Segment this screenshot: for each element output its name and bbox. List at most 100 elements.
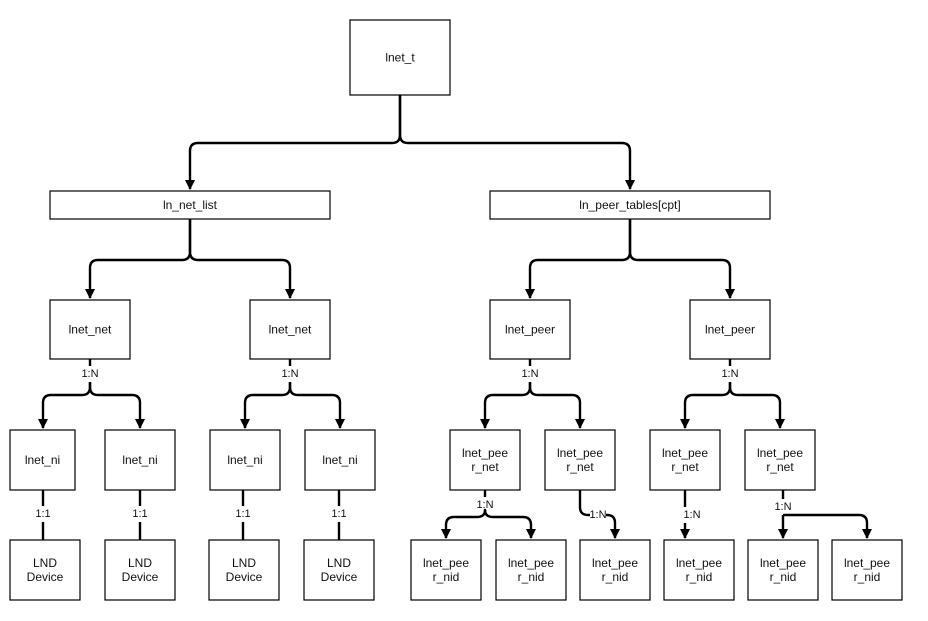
node-label: r_nid: [602, 570, 629, 584]
cardinality-label-peer-2: 1:N: [721, 368, 738, 380]
node-peer-net-3: lnet_peer_net: [649, 429, 721, 491]
node-ni-4: lnet_ni: [304, 429, 376, 491]
node-box: [209, 429, 281, 491]
node-label: Device: [226, 570, 263, 584]
node-label: r_nid: [518, 570, 545, 584]
node-label: ln_net_list: [163, 198, 218, 212]
node-label: r_net: [671, 460, 699, 474]
node-peer-nid-5: lnet_peer_nid: [747, 539, 819, 601]
node-label: lnet_net: [269, 323, 312, 337]
node-box: [104, 429, 176, 491]
node-box: [689, 299, 771, 360]
node-label: r_net: [566, 460, 594, 474]
node-peer-1: lnet_peer: [489, 299, 571, 360]
node-peer-nid-3: lnet_peer_nid: [579, 539, 651, 601]
node-label: ln_peer_tables[cpt]: [579, 198, 680, 212]
cardinality-label-peer-net-4: 1:N: [774, 501, 791, 513]
node-root: lnet_t: [349, 19, 451, 96]
node-peer-nid-2: lnet_peer_nid: [495, 539, 567, 601]
cardinality-label-ni-1: 1:1: [35, 508, 50, 520]
node-label: Device: [321, 570, 358, 584]
node-label: LND: [232, 556, 256, 570]
node-label: LND: [33, 556, 57, 570]
edge-peer_net_1-to-peer-nid-2: [483, 508, 537, 540]
node-label: Device: [122, 570, 159, 584]
node-label: lnet_pee: [462, 446, 508, 460]
cardinality-label-net-1: 1:N: [81, 368, 98, 380]
edge-peer_net_4-to-peer-nid-6: [783, 513, 873, 540]
node-box: [744, 429, 816, 491]
node-box: [649, 429, 721, 491]
node-label: lnet_ni: [122, 453, 157, 467]
node-peer-net-2: lnet_peer_net: [544, 429, 616, 491]
nodes: lnet_t ln_net_list ln_peer_tables[cpt]lnet…: [9, 19, 903, 601]
node-net-list: ln_net_list: [49, 190, 331, 220]
node-box: [249, 299, 331, 360]
edge-net_1-to-ni-2: [88, 382, 146, 430]
cardinality-label-peer-net-2: 1:N: [589, 509, 606, 521]
node-box: [303, 539, 375, 601]
node-peer-net-1: lnet_peer_net: [449, 429, 521, 491]
edges: [43, 95, 873, 540]
edge-peer_1-to-peer-net-2: [528, 382, 586, 430]
node-net-1: lnet_net: [49, 299, 131, 360]
node-peer-net-4: lnet_peer_net: [744, 429, 816, 491]
node-box: [663, 539, 735, 601]
node-label: lnet_pee: [508, 556, 554, 570]
node-label: r_nid: [854, 570, 881, 584]
node-label: lnet_net: [69, 323, 112, 337]
node-box: [449, 429, 521, 491]
edge-peer_tables-to-peer-1: [524, 219, 632, 300]
node-box: [49, 299, 131, 360]
node-label: r_nid: [686, 570, 713, 584]
node-peer-nid-6: lnet_peer_nid: [831, 539, 903, 601]
edge-peer_2-to-peer-net-4: [728, 382, 786, 430]
node-label: lnet_pee: [676, 556, 722, 570]
node-label: lnet_pee: [423, 556, 469, 570]
node-peer-nid-1: lnet_peer_nid: [410, 539, 482, 601]
node-box: [349, 19, 451, 96]
edge-root-to-peer-tables: [398, 95, 636, 191]
node-label: lnet_peer: [505, 323, 555, 337]
cardinality-label-ni-2: 1:1: [132, 508, 147, 520]
node-label: r_nid: [433, 570, 460, 584]
node-box: [9, 429, 76, 491]
node-box: [304, 429, 376, 491]
node-box: [489, 190, 771, 220]
edge-root-to-net-list: [184, 95, 402, 191]
node-peer-2: lnet_peer: [689, 299, 771, 360]
node-box: [208, 539, 280, 601]
node-box: [579, 539, 651, 601]
node-ni-3: lnet_ni: [209, 429, 281, 491]
node-peer-tables: ln_peer_tables[cpt]: [489, 190, 771, 220]
node-box: [489, 299, 571, 360]
node-box: [49, 190, 331, 220]
cardinality-label-net-2: 1:N: [281, 368, 298, 380]
node-label: lnet_pee: [844, 556, 890, 570]
node-box: [544, 429, 616, 491]
node-box: [831, 539, 903, 601]
node-label: lnet_peer: [705, 323, 755, 337]
cardinality-label-peer-net-1: 1:N: [476, 499, 493, 511]
node-label: LND: [327, 556, 351, 570]
node-box: [410, 539, 482, 601]
cardinality-label-ni-4: 1:1: [331, 508, 346, 520]
node-label: lnet_pee: [557, 446, 603, 460]
node-label: lnet_ni: [322, 453, 357, 467]
edge-peer_net_1-to-peer-nid-1: [446, 490, 487, 538]
edge-net_2-to-ni-4: [288, 382, 346, 430]
node-box: [9, 539, 81, 601]
node-net-2: lnet_net: [249, 299, 331, 360]
cardinality-label-ni-3: 1:1: [235, 508, 250, 520]
node-label: lnet_t: [385, 51, 415, 65]
node-box: [747, 539, 819, 601]
node-label: r_net: [766, 460, 794, 474]
node-label: Device: [27, 570, 64, 584]
edge-peer_tables-to-peer-2: [628, 219, 736, 300]
node-label: lnet_pee: [662, 446, 708, 460]
